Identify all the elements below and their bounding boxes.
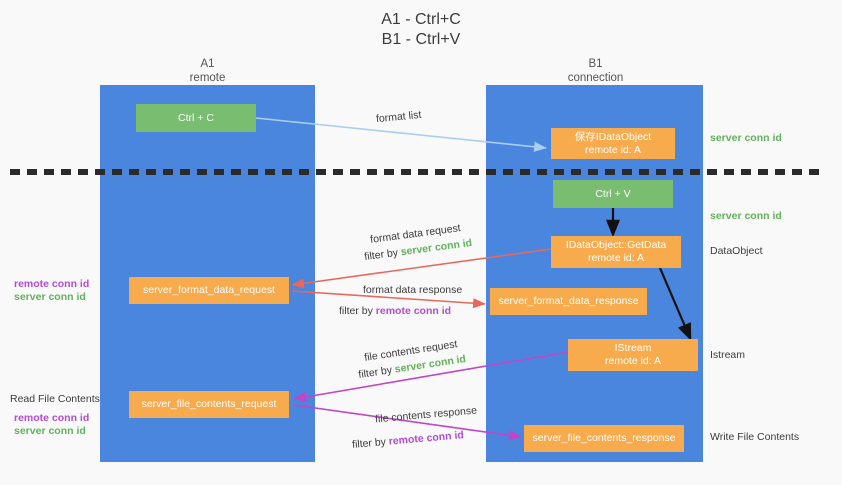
box-idataobject-getdata[interactable]: IDataObject::GetData remote id: A bbox=[551, 236, 681, 268]
label-istream: Istream bbox=[710, 349, 746, 361]
filter-prefix: filter by bbox=[339, 305, 376, 317]
box-istream-label: IStream bbox=[614, 342, 652, 354]
box-idataobject-getdata-label: IDataObject::GetData bbox=[565, 239, 667, 251]
column-header-b1: B1 connection bbox=[528, 58, 663, 85]
box-server-file-contents-request-label: server_file_contents_request bbox=[141, 398, 277, 410]
filter-prefix: filter by bbox=[357, 363, 396, 381]
column-b1-name: B1 bbox=[588, 58, 603, 70]
label-remote-conn-id-2: remote conn id bbox=[14, 412, 90, 424]
label-format-data-response: format data response bbox=[363, 284, 463, 296]
label-server-conn-id-2: server conn id bbox=[14, 425, 86, 437]
box-server-file-contents-response-label: server_file_contents_response bbox=[532, 432, 676, 444]
box-ctrl-c-label: Ctrl + C bbox=[178, 111, 214, 124]
label-write-file-contents: Write File Contents bbox=[710, 431, 800, 443]
filter-prefix: filter by bbox=[351, 435, 390, 451]
label-server-conn-id-1: server conn id bbox=[14, 291, 86, 303]
box-istream[interactable]: IStream remote id: A bbox=[568, 339, 698, 371]
label-format-list: format list bbox=[375, 108, 422, 126]
column-a1-role: remote bbox=[189, 71, 226, 84]
box-ctrl-c[interactable]: Ctrl + C bbox=[136, 104, 256, 132]
filter-key-remote-conn-id: remote conn id bbox=[388, 429, 465, 448]
box-server-file-contents-request[interactable]: server_file_contents_request bbox=[129, 391, 289, 418]
box-idataobject-label: 保存IDataObject bbox=[574, 130, 652, 143]
box-server-format-data-response-label: server_format_data_response bbox=[498, 295, 639, 307]
label-server-conn-id-second: server conn id bbox=[710, 210, 782, 222]
label-file-contents-response: file contents response bbox=[374, 404, 478, 426]
box-ctrl-v-label: Ctrl + V bbox=[595, 187, 631, 200]
label-read-file-contents: Read File Contents bbox=[10, 393, 100, 405]
label-format-data-response-filter: filter by remote conn id bbox=[339, 305, 451, 319]
column-header-a1: A1 remote bbox=[140, 58, 275, 85]
box-istream-sub: remote id: A bbox=[604, 355, 662, 367]
column-a1-name: A1 bbox=[200, 58, 215, 70]
box-idataobject-sub: remote id: A bbox=[584, 143, 642, 156]
label-file-contents-response-filter: filter by remote conn id bbox=[352, 429, 465, 452]
box-server-format-data-request-label: server_format_data_request bbox=[143, 284, 275, 296]
label-dataobject: DataObject bbox=[710, 245, 763, 257]
filter-key-remote-conn-id: remote conn id bbox=[375, 305, 452, 317]
diagram-title: A1 - Ctrl+C B1 - Ctrl+V bbox=[0, 10, 842, 50]
title-line-1: A1 - Ctrl+C bbox=[381, 11, 461, 28]
box-idataobject-getdata-sub: remote id: A bbox=[587, 252, 645, 264]
box-server-format-data-request[interactable]: server_format_data_request bbox=[129, 277, 289, 304]
box-idataobject[interactable]: 保存IDataObject remote id: A bbox=[551, 128, 675, 159]
column-b1-role: connection bbox=[567, 71, 624, 84]
label-server-conn-id-top: server conn id bbox=[710, 132, 782, 144]
label-remote-conn-id-1: remote conn id bbox=[14, 278, 90, 290]
box-server-file-contents-response[interactable]: server_file_contents_response bbox=[524, 425, 684, 452]
box-ctrl-v[interactable]: Ctrl + V bbox=[553, 180, 673, 208]
box-server-format-data-response[interactable]: server_format_data_response bbox=[490, 288, 647, 315]
filter-prefix: filter by bbox=[363, 246, 402, 264]
title-line-2: B1 - Ctrl+V bbox=[381, 31, 461, 48]
